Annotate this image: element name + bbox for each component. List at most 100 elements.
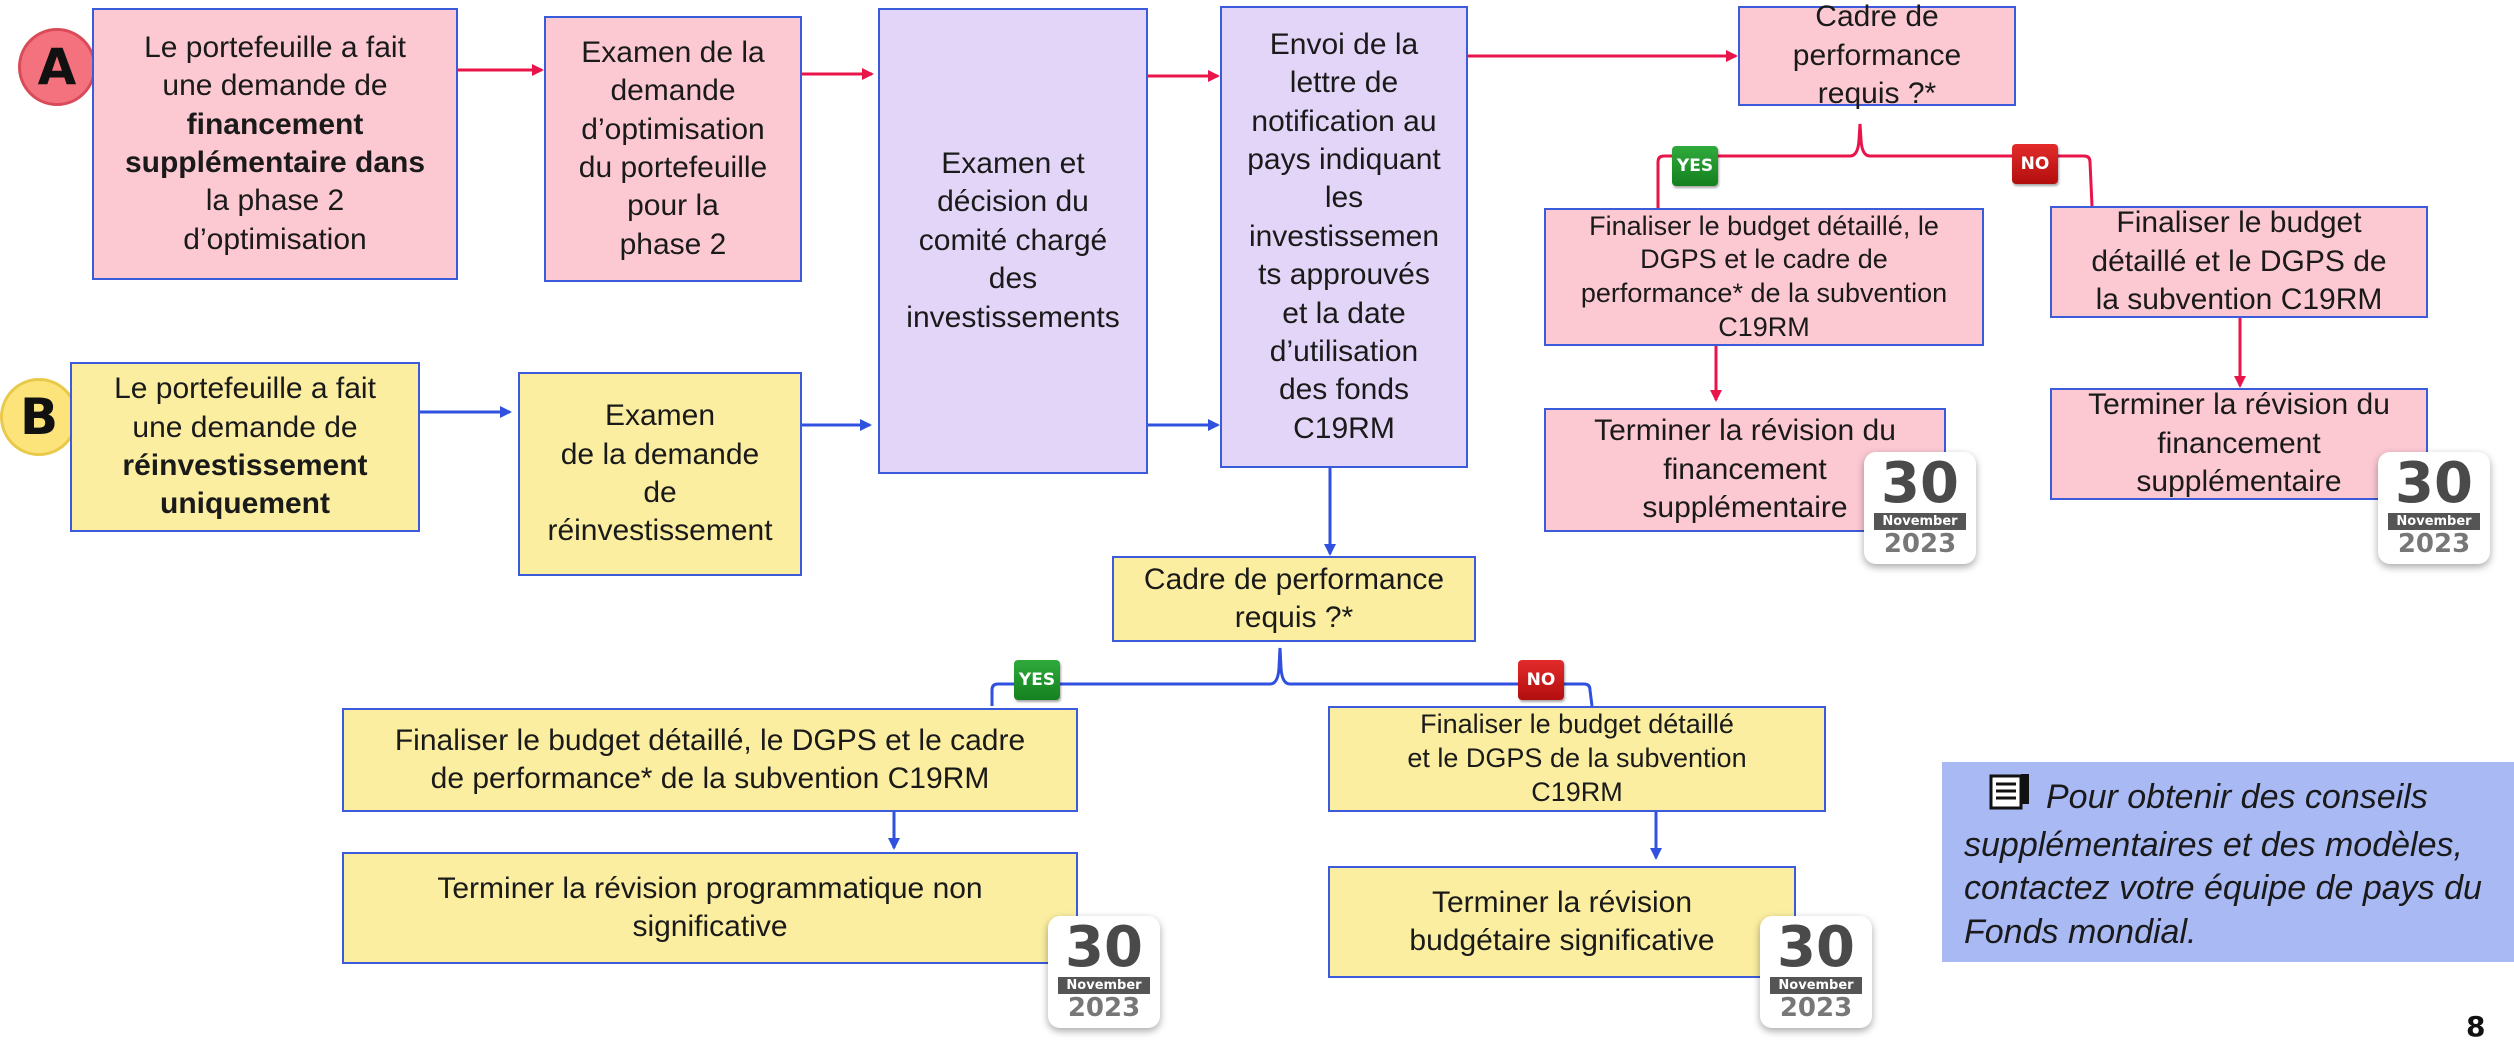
calendar-month: November: [2388, 513, 2480, 530]
text-line: lettre de: [1289, 66, 1399, 100]
text-line: financement: [1663, 452, 1827, 486]
text-line: de: [643, 476, 677, 509]
box-bottom-yes-finalize: Finaliser le budget détaillé, le DGPS et…: [342, 708, 1078, 812]
text-line: décision du: [937, 185, 1089, 219]
calendar-month: November: [1874, 513, 1966, 530]
calendar-day: 30: [1065, 915, 1143, 980]
text-line: supplémentaire: [2136, 465, 2342, 499]
box-a-optimization-review: Examen de la demande d’optimisation du p…: [544, 16, 802, 282]
text-line: Le portefeuille a fait: [144, 30, 406, 64]
guidance-note-text: Pour obtenir des conseils supplémentaire…: [1964, 778, 2482, 951]
text-line-bold: financement: [186, 107, 364, 141]
guidance-note: Pour obtenir des conseils supplémentaire…: [1942, 762, 2514, 962]
text-line: du portefeuille: [578, 151, 768, 184]
top-branch-brace: [1656, 123, 2094, 208]
text-line: Finaliser le budget détaillé: [1420, 709, 1734, 740]
text-line: Examen: [604, 399, 716, 433]
yes-tag: YES: [1672, 146, 1718, 186]
text-line: ts approuvés: [1258, 258, 1430, 292]
box-top-no-finalize: Finaliser le budget détaillé et le DGPS …: [2050, 206, 2428, 318]
text-line: supplémentaire dans: [125, 144, 425, 182]
badge-a: A: [18, 28, 96, 106]
calendar-day: 30: [2395, 451, 2473, 516]
box-top-yes-finalize: Finaliser le budget détaillé, le DGPS et…: [1544, 208, 1984, 346]
calendar-icon: 30 November 2023: [1048, 916, 1160, 1028]
text-line: phase 2: [619, 227, 727, 261]
text-line: et le DGPS de la subvention: [1407, 743, 1747, 774]
text-line: d’optimisation: [183, 222, 367, 256]
text-line: C19RM: [1718, 311, 1810, 342]
text-line: Finaliser le budget: [2116, 206, 2362, 240]
text-line: des: [988, 262, 1038, 296]
text-line: significative: [632, 910, 788, 943]
box-b-reinvestment-review: Examen de la demande de réinvestissement: [518, 372, 802, 576]
calendar-year: 2023: [2397, 529, 2471, 559]
calendar-year: 2023: [1883, 529, 1957, 559]
calendar-day: 30: [1777, 915, 1855, 980]
box-bottom-yes-complete: Terminer la révision programmatique non …: [342, 852, 1078, 964]
text-bold: supplémentaire dans: [124, 146, 426, 179]
text-line: la subvention C19RM: [2095, 283, 2383, 317]
text-line: Terminer la révision du: [1594, 414, 1896, 448]
text-line: budgétaire significative: [1409, 924, 1715, 957]
box-top-no-complete: Terminer la révision du financement supp…: [2050, 388, 2428, 500]
box-top-performance-question: Cadre de performance requis ?*: [1738, 0, 2016, 110]
text-line: Terminer la révision du: [2088, 388, 2390, 422]
calendar-icon: 30 November 2023: [2378, 452, 2490, 564]
text-line: détaillé et le DGPS de: [2091, 244, 2387, 278]
text-line: requis ?*: [1817, 77, 1937, 111]
calendar-year: 2023: [1779, 993, 1853, 1023]
text-line: investissemen: [1248, 219, 1440, 253]
box-bottom-no-finalize: Finaliser le budget détaillé et le DGPS …: [1328, 706, 1826, 812]
text-line: pays indiquant: [1247, 143, 1441, 177]
box-notification-letter: Envoi de la lettre de notification au pa…: [1220, 6, 1468, 468]
text-line: d’utilisation: [1269, 334, 1419, 368]
text-line-bold: réinvestissement: [122, 449, 368, 482]
text-line: supplémentaire: [1642, 491, 1848, 525]
text-line: C19RM: [1293, 411, 1395, 445]
yes-tag: YES: [1014, 660, 1060, 700]
text-line: de la demande: [560, 437, 760, 471]
text-line: Le portefeuille a fait: [114, 372, 376, 406]
text-line: la phase 2: [205, 184, 345, 218]
badge-b: B: [0, 378, 78, 456]
no-tag: NO: [1518, 660, 1564, 700]
bottom-branch-brace: [990, 647, 1594, 707]
text-line: performance: [1792, 38, 1962, 72]
box-bottom-no-complete: Terminer la révision budgétaire signific…: [1328, 866, 1796, 978]
calendar-icon: 30 November 2023: [1864, 452, 1976, 564]
text-line: financement: [2157, 426, 2321, 460]
box-committee-decision: Examen et décision du comité chargé des …: [878, 8, 1148, 474]
text-line: performance* de la subvention: [1580, 278, 1948, 308]
no-tag: NO: [2012, 144, 2058, 184]
text-line: une demande de: [162, 69, 388, 103]
text-line: investissements: [906, 300, 1120, 334]
text-line-bold: uniquement: [160, 487, 330, 521]
text-line: d’optimisation: [581, 112, 765, 146]
text-line: C19RM: [1531, 776, 1623, 807]
text-line: de performance* de la subvention C19RM: [430, 762, 990, 795]
calendar-year: 2023: [1067, 993, 1141, 1023]
text-line: Terminer la révision: [1431, 885, 1693, 919]
box-bottom-performance-question: Cadre de performance requis ?*: [1112, 556, 1476, 642]
text-line: des fonds: [1278, 373, 1410, 407]
text-line: pour la: [627, 189, 719, 223]
page-number: 8: [2466, 1010, 2486, 1043]
text-line: Finaliser le budget détaillé, le DGPS et…: [394, 723, 1026, 757]
calendar-month: November: [1770, 977, 1862, 994]
text-line: réinvestissement: [547, 514, 773, 548]
text-line: Finaliser le budget détaillé, le: [1589, 210, 1939, 241]
text-line: Examen de la: [581, 35, 765, 69]
text-line: et la date: [1282, 296, 1406, 330]
calendar-day: 30: [1881, 451, 1959, 516]
text-line: une demande de: [132, 410, 358, 444]
text-line: DGPS et le cadre de: [1640, 244, 1888, 275]
box-b-reinvestment-request: Le portefeuille a fait une demande de ré…: [70, 362, 420, 532]
text-line: Cadre de: [1815, 0, 1939, 34]
document-icon: [1988, 772, 2032, 824]
text-line: notification au: [1251, 104, 1437, 138]
text-line: les: [1324, 181, 1364, 215]
text-line: requis ?*: [1234, 601, 1354, 634]
calendar-icon: 30 November 2023: [1760, 916, 1872, 1028]
